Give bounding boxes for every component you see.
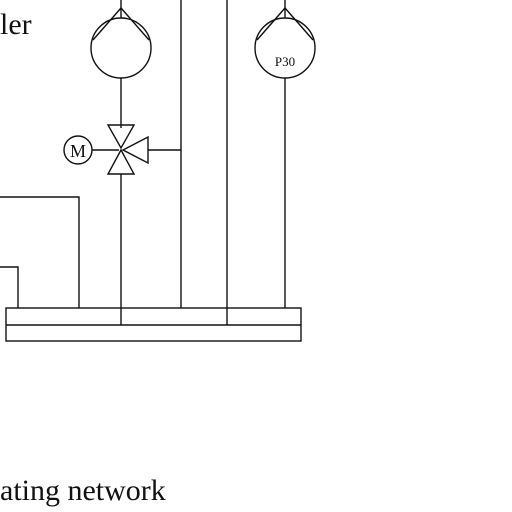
pump-right-label: P30 [275, 54, 295, 69]
pipe-left-lower [0, 266, 19, 308]
valve-side-triangle [121, 135, 149, 165]
pump-right-icon [254, 17, 316, 79]
label-top-left: ler [0, 8, 32, 41]
label-bottom: ating network [0, 474, 166, 507]
pump-right-symbol [256, 6, 314, 41]
motor-icon [63, 135, 93, 165]
valve-top-triangle [106, 124, 136, 150]
motor-label: M [70, 141, 86, 161]
pipe-left-upper [0, 196, 80, 308]
pump-left-icon [90, 17, 152, 79]
pump-left-symbol [92, 6, 150, 41]
